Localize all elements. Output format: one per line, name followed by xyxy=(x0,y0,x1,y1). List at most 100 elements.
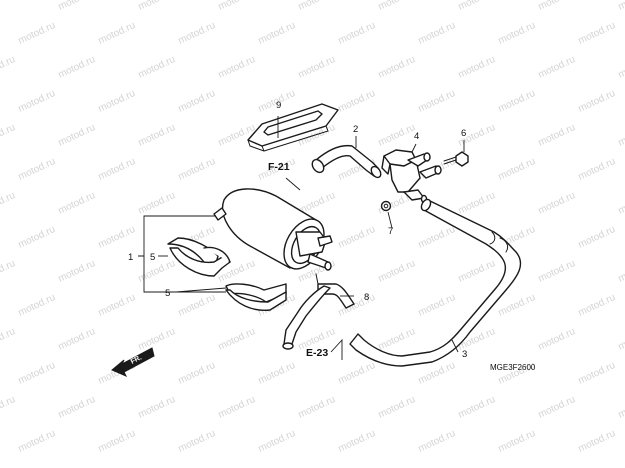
watermark-text: motod.ru xyxy=(17,20,57,47)
watermark-text: motod.ru xyxy=(17,292,57,319)
watermark-text: motod.ru xyxy=(217,122,257,149)
hose-part-8[interactable] xyxy=(282,283,355,350)
watermark-text: motod.ru xyxy=(457,190,497,217)
watermark-text: motod.ru xyxy=(137,122,177,149)
watermark-text: motod.ru xyxy=(537,0,577,13)
watermark-text: motod.ru xyxy=(97,428,137,455)
watermark-text: motod.ru xyxy=(0,0,17,13)
watermark-text: motod.ru xyxy=(577,224,617,251)
watermark-text: motod.ru xyxy=(97,88,137,115)
watermark-text: motod.ru xyxy=(57,258,97,285)
watermark-text: motod.ru xyxy=(177,156,217,183)
watermark-text: motod.ru xyxy=(137,326,177,353)
watermark-text: motod.ru xyxy=(337,224,377,251)
callout-labels: 9 2 4 6 7 1 5 5 8 3 xyxy=(128,100,467,360)
watermark-text: motod.ru xyxy=(377,0,417,13)
watermark-text: motod.ru xyxy=(97,20,137,47)
watermark-text: motod.ru xyxy=(497,20,537,47)
callout-3: 3 xyxy=(462,349,467,360)
watermark-text: motod.ru xyxy=(17,428,57,455)
watermark-text: motod.ru xyxy=(137,0,177,13)
watermark-text: motod.ru xyxy=(577,88,617,115)
watermark-text: motod.ru xyxy=(577,20,617,47)
watermark-text: motod.ru xyxy=(57,326,97,353)
watermark-text: motod.ru xyxy=(257,360,297,387)
mount-pad-part-5-lower[interactable] xyxy=(225,283,287,311)
watermark-text: motod.ru xyxy=(497,428,537,455)
watermark-text: motod.ru xyxy=(337,88,377,115)
watermark-text: motod.ru xyxy=(297,54,337,81)
callout-8: 8 xyxy=(364,292,369,303)
watermark-text: motod.ru xyxy=(497,292,537,319)
callout-9: 9 xyxy=(276,100,281,111)
solenoid-valve-part-4[interactable] xyxy=(381,149,442,204)
watermark-text: motod.ru xyxy=(137,190,177,217)
diagram-code: MGE3F2600 xyxy=(490,363,536,372)
watermark-text: motod.ru xyxy=(457,258,497,285)
watermark-text: motod.ru xyxy=(337,428,377,455)
watermark-text: motod.ru xyxy=(0,122,17,149)
watermark-text: motod.ru xyxy=(617,190,625,217)
watermark-text: motod.ru xyxy=(57,54,97,81)
watermark-text: motod.ru xyxy=(17,156,57,183)
strap-part-9[interactable] xyxy=(247,103,339,152)
watermark-text: motod.ru xyxy=(137,394,177,421)
watermark-text: motod.ru xyxy=(617,258,625,285)
callout-2: 2 xyxy=(353,124,358,135)
watermark-text: motod.ru xyxy=(0,394,17,421)
watermark-text: motod.ru xyxy=(457,394,497,421)
canister-part-1[interactable] xyxy=(213,188,333,285)
hose-part-2[interactable] xyxy=(310,144,383,180)
front-direction-arrow: FR. xyxy=(111,347,155,377)
watermark-text: motod.ru xyxy=(537,326,577,353)
watermark-text: motod.ru xyxy=(217,0,257,13)
watermark-text: motod.ru xyxy=(177,292,217,319)
watermark-text: motod.ru xyxy=(137,258,177,285)
watermark-text: motod.ru xyxy=(577,156,617,183)
reference-f21: F-21 xyxy=(268,161,290,173)
watermark-text: motod.ru xyxy=(337,360,377,387)
watermark-text: motod.ru xyxy=(17,88,57,115)
watermark-text: motod.ru xyxy=(417,88,457,115)
reference-e23: E-23 xyxy=(306,347,328,359)
nut-part-7[interactable] xyxy=(380,200,392,212)
watermark-text: motod.ru xyxy=(537,54,577,81)
hose-part-3[interactable] xyxy=(349,198,522,367)
watermark-text: motod.ru xyxy=(497,156,537,183)
bolt-part-6[interactable] xyxy=(443,151,469,167)
watermark-text: motod.ru xyxy=(377,258,417,285)
watermark-text: motod.ru xyxy=(417,360,457,387)
watermark-text: motod.ru xyxy=(377,394,417,421)
watermark-text: motod.ru xyxy=(377,54,417,81)
callout-7: 7 xyxy=(388,226,393,237)
watermark-text: motod.ru xyxy=(17,360,57,387)
callout-5-upper: 5 xyxy=(150,252,155,263)
watermark-text: motod.ru xyxy=(617,54,625,81)
watermark-text: motod.ru xyxy=(97,292,137,319)
watermark-text: motod.ru xyxy=(177,88,217,115)
watermark-text: motod.ru xyxy=(217,54,257,81)
watermark-text: motod.ru xyxy=(457,54,497,81)
watermark-text: motod.ru xyxy=(377,122,417,149)
watermark-text: motod.ru xyxy=(57,0,97,13)
watermark-text: motod.ru xyxy=(417,20,457,47)
watermark-text: motod.ru xyxy=(377,326,417,353)
watermark-text: motod.ru xyxy=(417,428,457,455)
mount-pad-part-5-upper[interactable] xyxy=(167,237,231,277)
callout-5-lower: 5 xyxy=(165,288,170,299)
watermark-text: motod.ru xyxy=(577,360,617,387)
front-direction-label: FR. xyxy=(130,354,143,365)
watermark-text: motod.ru xyxy=(57,122,97,149)
watermark-text: motod.ru xyxy=(0,190,17,217)
watermark-text: motod.ru xyxy=(0,54,17,81)
leader-lines xyxy=(138,116,465,360)
watermark-text: motod.ru xyxy=(617,122,625,149)
watermark-text: motod.ru xyxy=(537,394,577,421)
watermark-text: motod.ru xyxy=(297,394,337,421)
watermark-text: motod.ru xyxy=(537,258,577,285)
watermark-text: motod.ru xyxy=(577,428,617,455)
watermark-text: motod.ru xyxy=(257,20,297,47)
watermark-text: motod.ru xyxy=(297,0,337,13)
watermark-text: motod.ru xyxy=(617,326,625,353)
watermark-text: motod.ru xyxy=(177,360,217,387)
